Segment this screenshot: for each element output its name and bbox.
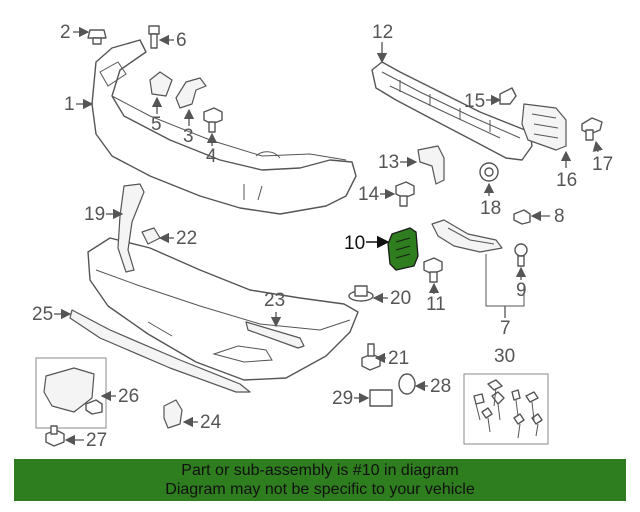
callout-7: 7 <box>500 306 511 339</box>
callout-22: 22 <box>158 228 197 249</box>
callout-17: 17 <box>592 140 613 175</box>
ring-part-28 <box>398 373 416 395</box>
bolt-part-17 <box>581 117 603 141</box>
svg-text:12: 12 <box>372 22 393 43</box>
callout-1: 1 <box>64 94 94 115</box>
callout-18: 18 <box>480 182 501 219</box>
pad-part-24 <box>163 399 183 429</box>
bolt-part-21 <box>361 343 381 371</box>
svg-text:9: 9 <box>516 280 527 301</box>
svg-text:21: 21 <box>388 348 409 369</box>
strip-part-25 <box>69 309 251 393</box>
svg-text:8: 8 <box>554 206 565 227</box>
callout-25: 25 <box>32 304 72 325</box>
svg-text:27: 27 <box>86 430 107 451</box>
svg-text:19: 19 <box>84 204 105 225</box>
svg-text:3: 3 <box>183 126 194 147</box>
svg-text:13: 13 <box>378 152 399 173</box>
fastener-kit-30 <box>463 373 549 445</box>
svg-text:2: 2 <box>60 22 71 43</box>
callout-13: 13 <box>378 152 418 173</box>
callout-16: 16 <box>556 150 577 191</box>
clip-part-15 <box>499 87 517 105</box>
callout-8: 8 <box>530 206 565 227</box>
svg-text:18: 18 <box>480 198 501 219</box>
nut-part-20 <box>348 285 374 302</box>
screw-part-6 <box>148 25 160 49</box>
moulding-part-23 <box>245 321 305 349</box>
callout-10: 10 <box>344 233 390 254</box>
bumper-cover-part <box>91 39 357 215</box>
svg-text:17: 17 <box>592 154 613 175</box>
bolt-part-27 <box>45 425 65 447</box>
banner-line-disclaimer: Diagram may not be specific to your vehi… <box>165 481 475 498</box>
bracket-part-13 <box>417 145 445 185</box>
svg-text:15: 15 <box>464 91 485 112</box>
clip-part-9 <box>514 243 528 267</box>
callout-24: 24 <box>182 412 222 433</box>
bolt-part-8 <box>513 209 531 225</box>
callout-30: 30 <box>494 346 515 367</box>
callout-6: 6 <box>158 30 187 51</box>
callout-14: 14 <box>358 184 396 205</box>
absorber-part-16 <box>521 103 567 151</box>
svg-text:29: 29 <box>332 388 353 409</box>
callout-12: 12 <box>372 22 393 64</box>
svg-text:1: 1 <box>64 94 75 115</box>
svg-text:11: 11 <box>426 294 446 315</box>
callout-23: 23 <box>264 290 285 328</box>
callout-15: 15 <box>464 91 502 112</box>
info-banner: Part or sub-assembly is #10 in diagram D… <box>14 459 626 501</box>
svg-text:16: 16 <box>556 170 577 191</box>
callout-11: 11 <box>426 282 446 315</box>
parts-box-26 <box>35 357 107 429</box>
svg-text:24: 24 <box>200 412 222 433</box>
callout-27: 27 <box>64 430 107 451</box>
callout-29: 29 <box>332 388 370 409</box>
highlighted-part-10 <box>387 227 419 271</box>
callout-4: 4 <box>206 132 218 167</box>
bolt-part-4 <box>203 107 223 133</box>
callout-20: 20 <box>372 288 411 309</box>
side-cover-part-19 <box>117 183 145 273</box>
svg-text:25: 25 <box>32 304 53 325</box>
grommet-part-18 <box>479 162 499 182</box>
callout-26: 26 <box>100 386 139 407</box>
reinforcement-beam-part <box>371 61 533 161</box>
svg-text:20: 20 <box>390 288 411 309</box>
callout-19: 19 <box>84 204 124 225</box>
svg-text:23: 23 <box>264 290 285 311</box>
cap-part-29 <box>369 389 393 407</box>
callout-2: 2 <box>60 22 90 43</box>
bolt-part-14 <box>395 181 415 207</box>
svg-text:26: 26 <box>118 386 139 407</box>
svg-text:22: 22 <box>176 228 197 249</box>
svg-text:30: 30 <box>494 346 515 367</box>
callout-28: 28 <box>414 376 451 397</box>
svg-text:10: 10 <box>344 233 365 254</box>
banner-line-part: Part or sub-assembly is #10 in diagram <box>181 462 459 479</box>
clip-part-22 <box>141 227 161 245</box>
svg-text:5: 5 <box>151 114 162 135</box>
callout-3: 3 <box>183 108 195 147</box>
svg-text:28: 28 <box>430 376 451 397</box>
retainer-part-5 <box>149 71 173 97</box>
bracket-part-3 <box>175 77 207 109</box>
svg-text:7: 7 <box>500 318 511 339</box>
svg-text:4: 4 <box>206 146 217 167</box>
side-bracket-part-7 <box>431 219 503 253</box>
svg-text:6: 6 <box>176 30 187 51</box>
callout-9: 9 <box>515 266 527 301</box>
svg-text:14: 14 <box>358 184 380 205</box>
clip-part-2 <box>87 29 107 45</box>
callout-5: 5 <box>151 96 163 135</box>
bolt-part-11 <box>423 257 443 283</box>
parts-diagram: 1 2 6 5 3 4 12 15 16 17 13 14 18 8 10 9 … <box>32 22 613 451</box>
callout-21: 21 <box>374 348 409 369</box>
